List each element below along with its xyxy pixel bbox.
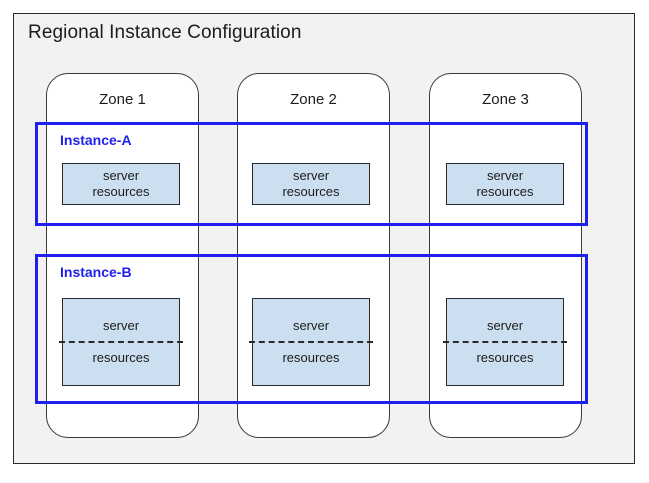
zone-label-2: Zone 2 <box>290 91 337 108</box>
resource-line-1: server <box>486 167 524 183</box>
resource-line-2: resources <box>476 184 534 199</box>
resource-box-b-zone2[interactable]: server resources <box>249 298 373 386</box>
resource-box-a-zone3[interactable]: server resources <box>446 163 564 205</box>
resource-line-1: server <box>292 317 330 333</box>
resource-line-1: server <box>102 167 140 183</box>
split-divider <box>249 341 373 343</box>
split-divider <box>59 341 183 343</box>
resource-box-a-zone1[interactable]: server resources <box>62 163 180 205</box>
resource-line-1: server <box>486 317 524 333</box>
resource-line-2: resources <box>92 350 150 365</box>
resource-line-2: resources <box>476 350 534 365</box>
resource-box-b-zone1[interactable]: server resources <box>59 298 183 386</box>
resource-line-2: resources <box>282 184 340 199</box>
zone-label-1: Zone 1 <box>99 91 146 108</box>
resource-line-2: resources <box>92 184 150 199</box>
resource-box-b-zone3[interactable]: server resources <box>443 298 567 386</box>
resource-line-2: resources <box>282 350 340 365</box>
resource-line-1: server <box>102 317 140 333</box>
resource-box-a-zone2[interactable]: server resources <box>252 163 370 205</box>
page-title: Regional Instance Configuration <box>28 22 302 43</box>
split-divider <box>443 341 567 343</box>
zone-label-3: Zone 3 <box>482 91 529 108</box>
resource-line-1: server <box>292 167 330 183</box>
